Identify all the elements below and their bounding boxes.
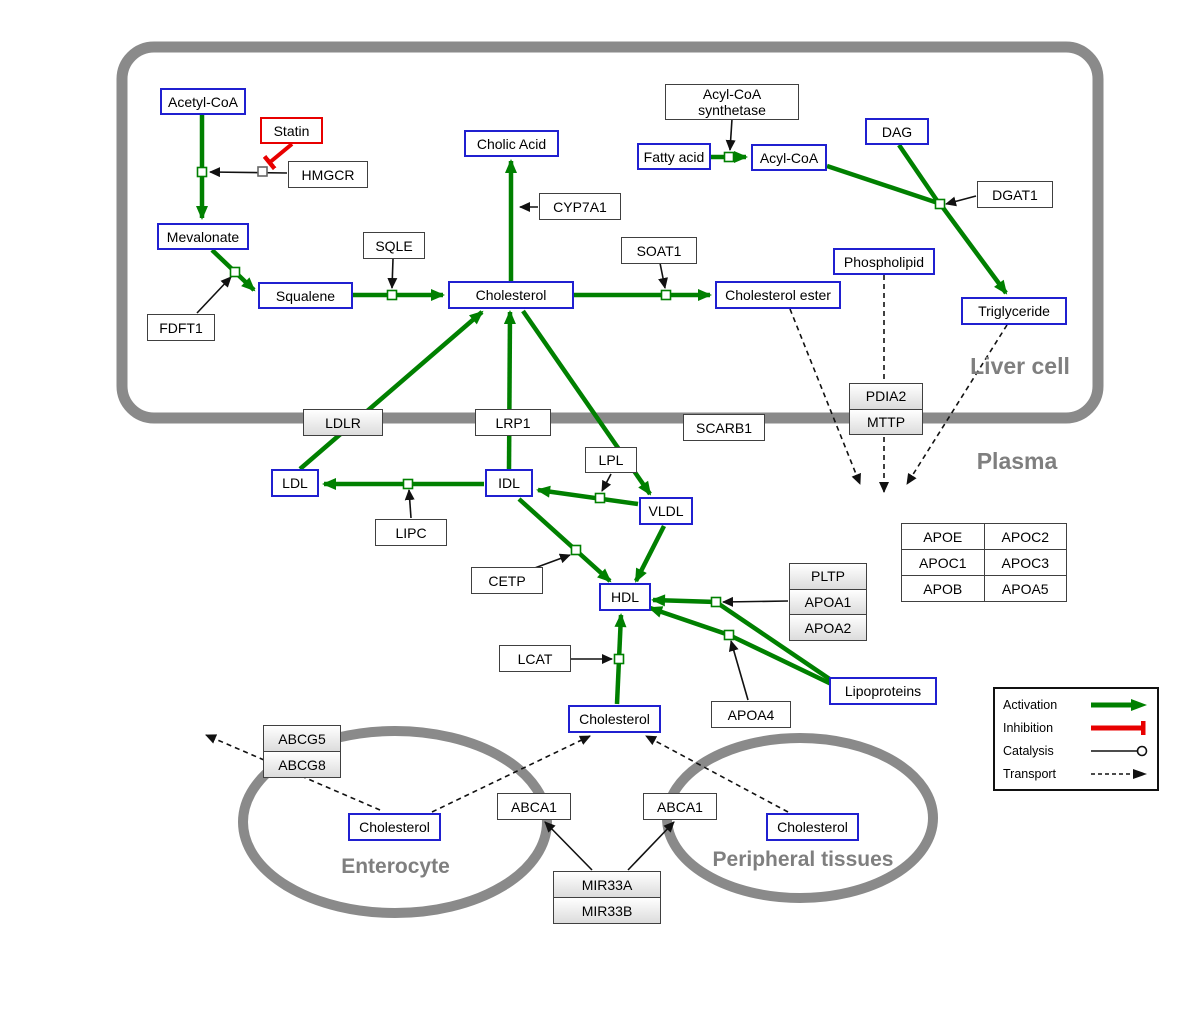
node-dag[interactable]: DAG [865,118,929,145]
group-apolipoproteins: APOE APOC2 APOC1 APOC3 APOB APOA5 [901,523,1067,602]
node-cholesterol-ester[interactable]: Cholesterol ester [715,281,841,309]
node-squalene[interactable]: Squalene [258,282,353,309]
node-lcat[interactable]: LCAT [499,645,571,672]
node-lrp1[interactable]: LRP1 [475,409,551,436]
catalysis-circle-icon [1091,745,1148,756]
peripheral-tissues-label: Peripheral tissues [712,848,894,871]
node-scarb1[interactable]: SCARB1 [683,414,765,441]
legend-activation-row: Activation [1003,698,1149,712]
node-cholesterol-enterocyte[interactable]: Cholesterol [348,813,441,841]
inhibition-edges [262,142,294,171]
node-apoc3[interactable]: APOC3 [984,550,1067,576]
node-ldlr[interactable]: LDLR [303,409,383,436]
node-apoc1[interactable]: APOC1 [902,550,985,576]
node-fdft1[interactable]: FDFT1 [147,314,215,341]
node-mevalonate[interactable]: Mevalonate [157,223,249,250]
catalysis-edges [196,118,977,871]
statin-hmgcr-junction-square [257,166,268,177]
node-lipoproteins[interactable]: Lipoproteins [829,677,937,705]
node-cetp[interactable]: CETP [471,567,543,594]
node-apoa5[interactable]: APOA5 [984,576,1067,602]
node-abcg8[interactable]: ABCG8 [264,752,340,777]
node-abca1-peripheral[interactable]: ABCA1 [643,793,717,820]
group-pdia2-mttp: PDIA2 MTTP [849,383,923,435]
node-acetyl-coa[interactable]: Acetyl-CoA [160,88,246,115]
legend: Activation Inhibition Catalysis Transpor… [993,687,1159,791]
legend-transport-label: Transport [1003,766,1057,781]
legend-transport-row: Transport [1003,767,1149,781]
node-apob[interactable]: APOB [902,576,985,602]
node-pltp[interactable]: PLTP [790,564,866,590]
node-cholesterol-liver[interactable]: Cholesterol [448,281,574,309]
node-acyl-coa-synthetase[interactable]: Acyl-CoA synthetase [665,84,799,120]
node-ldl[interactable]: LDL [271,469,319,497]
legend-catalysis-label: Catalysis [1003,743,1054,758]
plasma-label: Plasma [976,448,1058,474]
node-phospholipid[interactable]: Phospholipid [833,248,935,275]
node-acyl-coa[interactable]: Acyl-CoA [751,144,827,171]
node-cholesterol-plasma[interactable]: Cholesterol [568,705,661,733]
node-fatty-acid[interactable]: Fatty acid [637,143,711,170]
node-apoa2[interactable]: APOA2 [790,615,866,641]
node-cyp7a1[interactable]: CYP7A1 [539,193,621,220]
node-abca1-enterocyte[interactable]: ABCA1 [497,793,571,820]
node-triglyceride[interactable]: Triglyceride [961,297,1067,325]
group-abcg5-abcg8: ABCG5 ABCG8 [263,725,341,778]
liver-cell-label: Liver cell [970,353,1070,379]
node-statin[interactable]: Statin [260,117,323,144]
node-dgat1[interactable]: DGAT1 [977,181,1053,208]
node-mir33b[interactable]: MIR33B [554,898,660,923]
node-hmgcr[interactable]: HMGCR [288,161,368,188]
node-mir33a[interactable]: MIR33A [554,872,660,898]
inhibition-tbar-icon [1091,720,1146,735]
acyl-coa-synthetase-line2: synthetase [698,102,766,118]
legend-inhibition-row: Inhibition [1003,720,1149,735]
compartment-shapes [116,41,1104,918]
activation-arrow-icon [1091,698,1147,711]
node-abcg5[interactable]: ABCG5 [264,726,340,752]
node-mttp[interactable]: MTTP [850,409,922,434]
legend-catalysis-row: Catalysis [1003,744,1149,758]
group-pltp-apoa1-apoa2: PLTP APOA1 APOA2 [789,563,867,641]
node-lipc[interactable]: LIPC [375,519,447,546]
anchor-squares [196,151,946,665]
node-lpl[interactable]: LPL [585,447,637,473]
liver-cell-membrane [116,41,1104,424]
legend-activation-label: Activation [1003,697,1058,712]
node-sqle[interactable]: SQLE [363,232,425,259]
node-pdia2[interactable]: PDIA2 [850,384,922,410]
node-apoe[interactable]: APOE [902,524,985,550]
group-mir33: MIR33A MIR33B [553,871,661,924]
legend-inhibition-label: Inhibition [1003,720,1054,735]
transport-dashed-arrow-icon [1091,768,1147,779]
node-apoc2[interactable]: APOC2 [984,524,1067,550]
node-apoa4[interactable]: APOA4 [711,701,791,728]
node-soat1[interactable]: SOAT1 [621,237,697,264]
node-vldl[interactable]: VLDL [639,497,693,525]
node-cholesterol-peripheral[interactable]: Cholesterol [766,813,859,841]
node-apoa1[interactable]: APOA1 [790,589,866,616]
node-idl[interactable]: IDL [485,469,533,497]
node-hdl[interactable]: HDL [599,583,651,611]
node-cholic-acid[interactable]: Cholic Acid [464,130,559,157]
acyl-coa-synthetase-line1: Acyl-CoA [702,86,762,102]
enterocyte-label: Enterocyte [341,855,450,878]
